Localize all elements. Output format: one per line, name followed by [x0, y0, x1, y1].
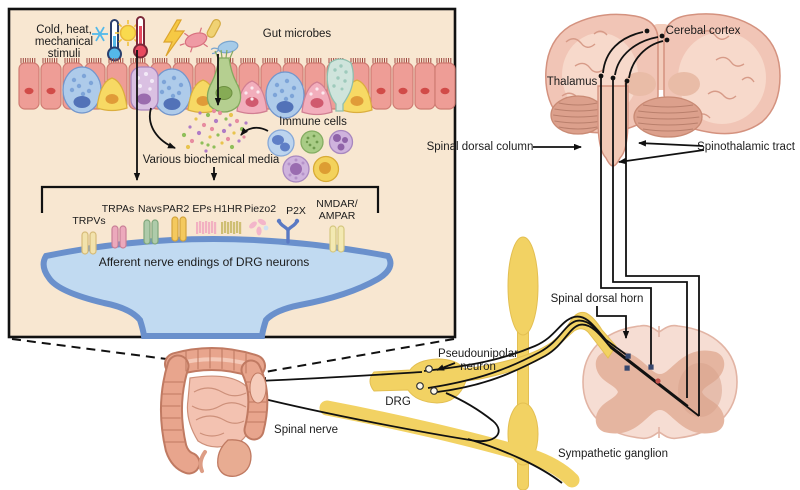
receptor-p2x-icon: [276, 218, 300, 244]
receptor-trpas-icon: [111, 225, 127, 249]
ascending-pathway-lines: [598, 28, 700, 416]
receptor-label-p2x: P2X: [286, 205, 306, 217]
stimuli-label-line2: mechanical: [35, 36, 93, 48]
receptor-eps-icon: [196, 221, 217, 234]
receptor-label-piezo2: Piezo2: [244, 203, 276, 215]
receptor-label-par2: PAR2: [163, 203, 190, 215]
appendix: [198, 450, 207, 473]
cerebellum-left-lobe: [550, 95, 606, 135]
pseudounipolar-neuron-label-line2: neuron: [460, 361, 496, 373]
thalamus-label: Thalamus: [547, 76, 598, 88]
gut-microbes-label: Gut microbes: [263, 28, 332, 40]
intestine-illustration: [160, 346, 269, 477]
stimuli-label-line3: stimuli: [48, 48, 81, 60]
spinal-dorsal-horn-arrow: [596, 306, 630, 339]
goblet-cell: [326, 58, 354, 112]
cold-thermometer-icon: [92, 19, 122, 62]
afferent-nerve-ending-label: Afferent nerve endings of DRG neurons: [99, 255, 310, 269]
callout-dashed-line-left: [11, 338, 222, 367]
spinal-nerve-label: Spinal nerve: [274, 424, 338, 436]
brain-illustration: [545, 13, 781, 167]
receptor-piezo2-icon: [249, 218, 269, 236]
immune-cells-label: Immune cells: [279, 116, 347, 128]
callout-dashed-line-right: [258, 338, 455, 374]
receptor-navs-icon: [143, 219, 159, 245]
receptor-par2-icon: [171, 216, 187, 242]
biochemical-media-label: Various biochemical media: [143, 154, 280, 166]
gut-microbe-icons: [179, 18, 239, 55]
pseudounipolar-neuron-arrow: [436, 362, 456, 371]
lightning-bolt-icon: [162, 19, 186, 57]
receptor-trpvs-icon: [81, 231, 97, 255]
spinal-dorsal-column-label: Spinal dorsal column: [427, 141, 534, 153]
cerebellum-right-lobe: [633, 96, 703, 138]
dorsal-horn-synapse-2: [624, 365, 630, 371]
drg-label: DRG: [385, 396, 411, 408]
epithelium-media-arrow: [148, 107, 176, 149]
dorsal-horn-synapse-1: [625, 353, 631, 359]
biochemical-media-dots: [181, 108, 248, 153]
receptor-inset-panel: Cold, heat, mechanical stimuli: [7, 7, 457, 339]
spinothalamic-tract-label: Spinothalamic tract: [697, 141, 796, 153]
gut-epithelium: [18, 49, 456, 119]
pseudounipolar-neuron-label-line1: Pseudounipolar: [438, 348, 518, 360]
receptor-bracket: [40, 185, 380, 213]
immune-cell-icons: [267, 129, 354, 183]
receptor-label-trpvs: TRPVs: [72, 215, 105, 227]
receptor-label-trpas: TRPAs: [102, 203, 134, 215]
small-intestine: [186, 375, 256, 448]
stimuli-label-line1: Cold, heat,: [36, 24, 92, 36]
drg-and-dorsal-root-nerve: [369, 311, 617, 404]
enteroendocrine-cell: [130, 66, 159, 111]
spinal-nerve-band: [319, 400, 580, 488]
sympathetic-ganglion-upper: [507, 236, 539, 336]
receptor-label-h1hr: H1HR: [214, 203, 243, 215]
spinal-dorsal-horn-label: Spinal dorsal horn: [551, 293, 644, 305]
receptor-nmdar-ampar-icon: [329, 225, 345, 253]
receptor-label-navs: Navs: [138, 203, 162, 215]
heat-thermometer-icon: [115, 16, 148, 59]
central-canal-dot: [655, 378, 661, 384]
receptor-label-nmdar: NMDAR/: [316, 198, 357, 210]
rectum: [217, 439, 252, 477]
dorsal-column-synapse: [648, 364, 654, 370]
receptor-label-eps: EPs: [192, 203, 211, 215]
intestine-cut-edge: [249, 372, 267, 404]
cerebral-cortex-label: Cerebal cortex: [666, 25, 741, 37]
spinothalamic-tract-arrow-2: [618, 149, 705, 165]
pseudounipolar-neuron-somas: [416, 365, 438, 395]
immune-media-arrow: [240, 126, 269, 136]
sympathetic-ganglion-label: Sympathetic ganglion: [558, 448, 668, 460]
receptor-label-ampar: AMPAR: [319, 210, 356, 222]
receptor-h1hr-icon: [221, 221, 242, 234]
spinothalamic-tract-arrow-1: [638, 140, 704, 147]
